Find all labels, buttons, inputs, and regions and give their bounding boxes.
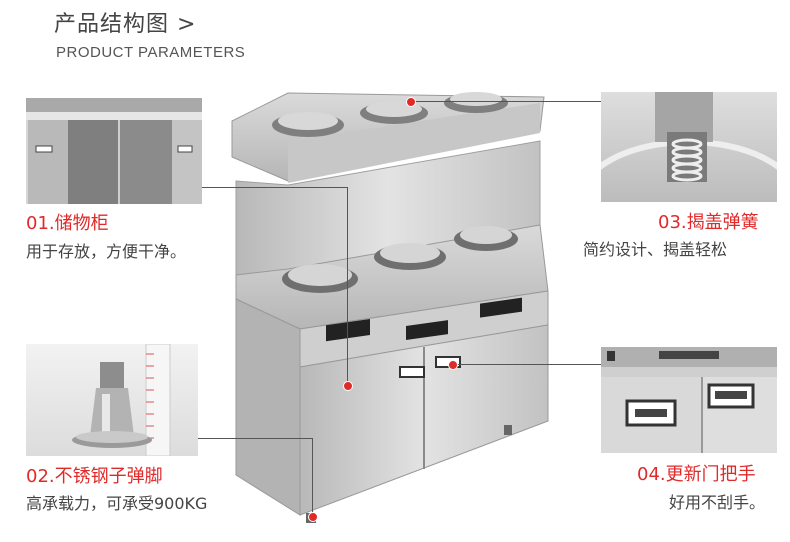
- callout-01-label: 01.储物柜: [26, 213, 109, 234]
- stove-cabinet-illustration: [231, 92, 549, 523]
- page-title: 产品结构图 >: [54, 12, 197, 37]
- callout-02-label: 02.不锈钢子弹脚: [26, 466, 163, 487]
- leader-line-02: [198, 438, 312, 439]
- leader-line-01-vertical: [347, 187, 348, 385]
- lid-spring-photo: [601, 92, 777, 202]
- callout-01-desc: 用于存放，方便干净。: [26, 242, 187, 261]
- callout-04-label: 04.更新门把手: [637, 464, 756, 485]
- callout-02-marker: [308, 512, 318, 522]
- callout-03-label: 03.揭盖弹簧: [658, 212, 759, 233]
- door-handle-photo: [601, 347, 777, 453]
- cooking-pots: [282, 226, 518, 293]
- bullet-leg-photo: [26, 344, 198, 456]
- callout-03-desc: 简约设计、揭盖轻松: [583, 240, 728, 259]
- leader-line-04: [452, 364, 601, 365]
- storage-cabinet-photo: [26, 98, 202, 204]
- leader-line-03: [410, 101, 601, 102]
- leader-line-01: [202, 187, 347, 188]
- callout-04-desc: 好用不刮手。: [669, 493, 766, 512]
- lid-spring-image: [601, 92, 777, 182]
- bullet-leg-image: [72, 344, 171, 456]
- leader-line-02-vertical: [312, 438, 313, 516]
- callout-01-marker: [343, 381, 353, 391]
- callout-02-desc: 高承载力，可承受900KG: [26, 494, 208, 513]
- storage-cabinet-image: [26, 98, 202, 204]
- door-handle-image: [601, 347, 777, 453]
- callout-04-marker: [448, 360, 458, 370]
- callout-03-marker: [406, 97, 416, 107]
- page-subtitle: PRODUCT PARAMETERS: [56, 44, 246, 61]
